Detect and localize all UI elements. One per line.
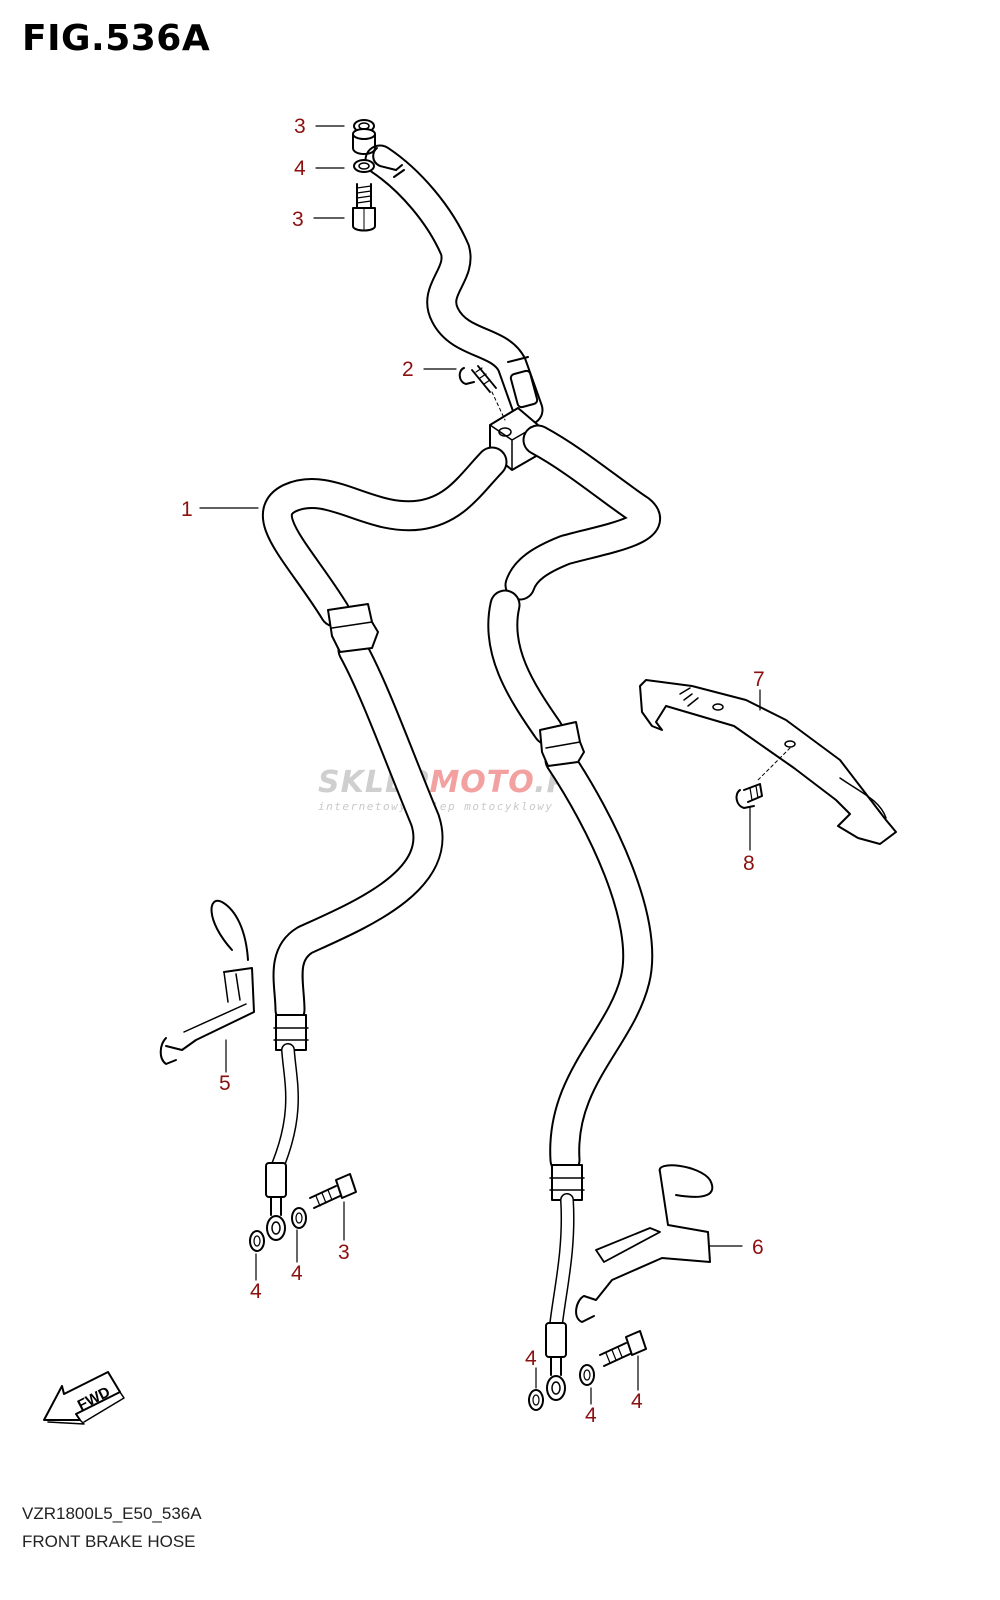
callout-labels: 3 4 3 2 1 5 4 4 3 6 4 4 4 7 8: [181, 115, 765, 1427]
top-banjo-set: [352, 119, 376, 232]
callout-5: 5: [219, 1072, 231, 1095]
right-banjo-set: [528, 1330, 647, 1411]
callout-4-left-a: 4: [250, 1280, 262, 1303]
watermark-red: MOTO: [429, 765, 535, 800]
figure-title: FIG.536A: [22, 18, 211, 59]
callout-8: 8: [743, 852, 755, 875]
callout-1: 1: [181, 498, 193, 521]
leader-lines: [199, 125, 761, 1405]
bolt-8: [735, 783, 763, 809]
callout-2: 2: [402, 358, 414, 381]
callout-6: 6: [752, 1236, 764, 1259]
callout-4-right-a: 4: [525, 1347, 537, 1370]
callout-3-right: 4: [631, 1390, 643, 1413]
callout-4-right-b: 4: [585, 1404, 597, 1427]
bracket-5: [159, 899, 255, 1065]
bracket-6: [575, 1164, 714, 1323]
left-banjo-set: [249, 1173, 357, 1252]
model-code: VZR1800L5_E50_536A: [22, 1504, 202, 1523]
forward-arrow-icon: [43, 1371, 125, 1425]
upper-hose: [364, 144, 544, 426]
figure-caption: FRONT BRAKE HOSE: [22, 1532, 196, 1551]
callout-7: 7: [753, 668, 765, 691]
callout-4-top-lower: 4: [294, 157, 306, 180]
callout-4-top-upper: 3: [294, 115, 306, 138]
left-hose: [261, 446, 508, 1241]
right-hose: [487, 424, 662, 1401]
bracket-7: [639, 679, 897, 845]
callout-4-left-b: 4: [291, 1262, 303, 1285]
callout-3-top: 3: [292, 208, 304, 231]
callout-3-left: 3: [338, 1241, 350, 1264]
